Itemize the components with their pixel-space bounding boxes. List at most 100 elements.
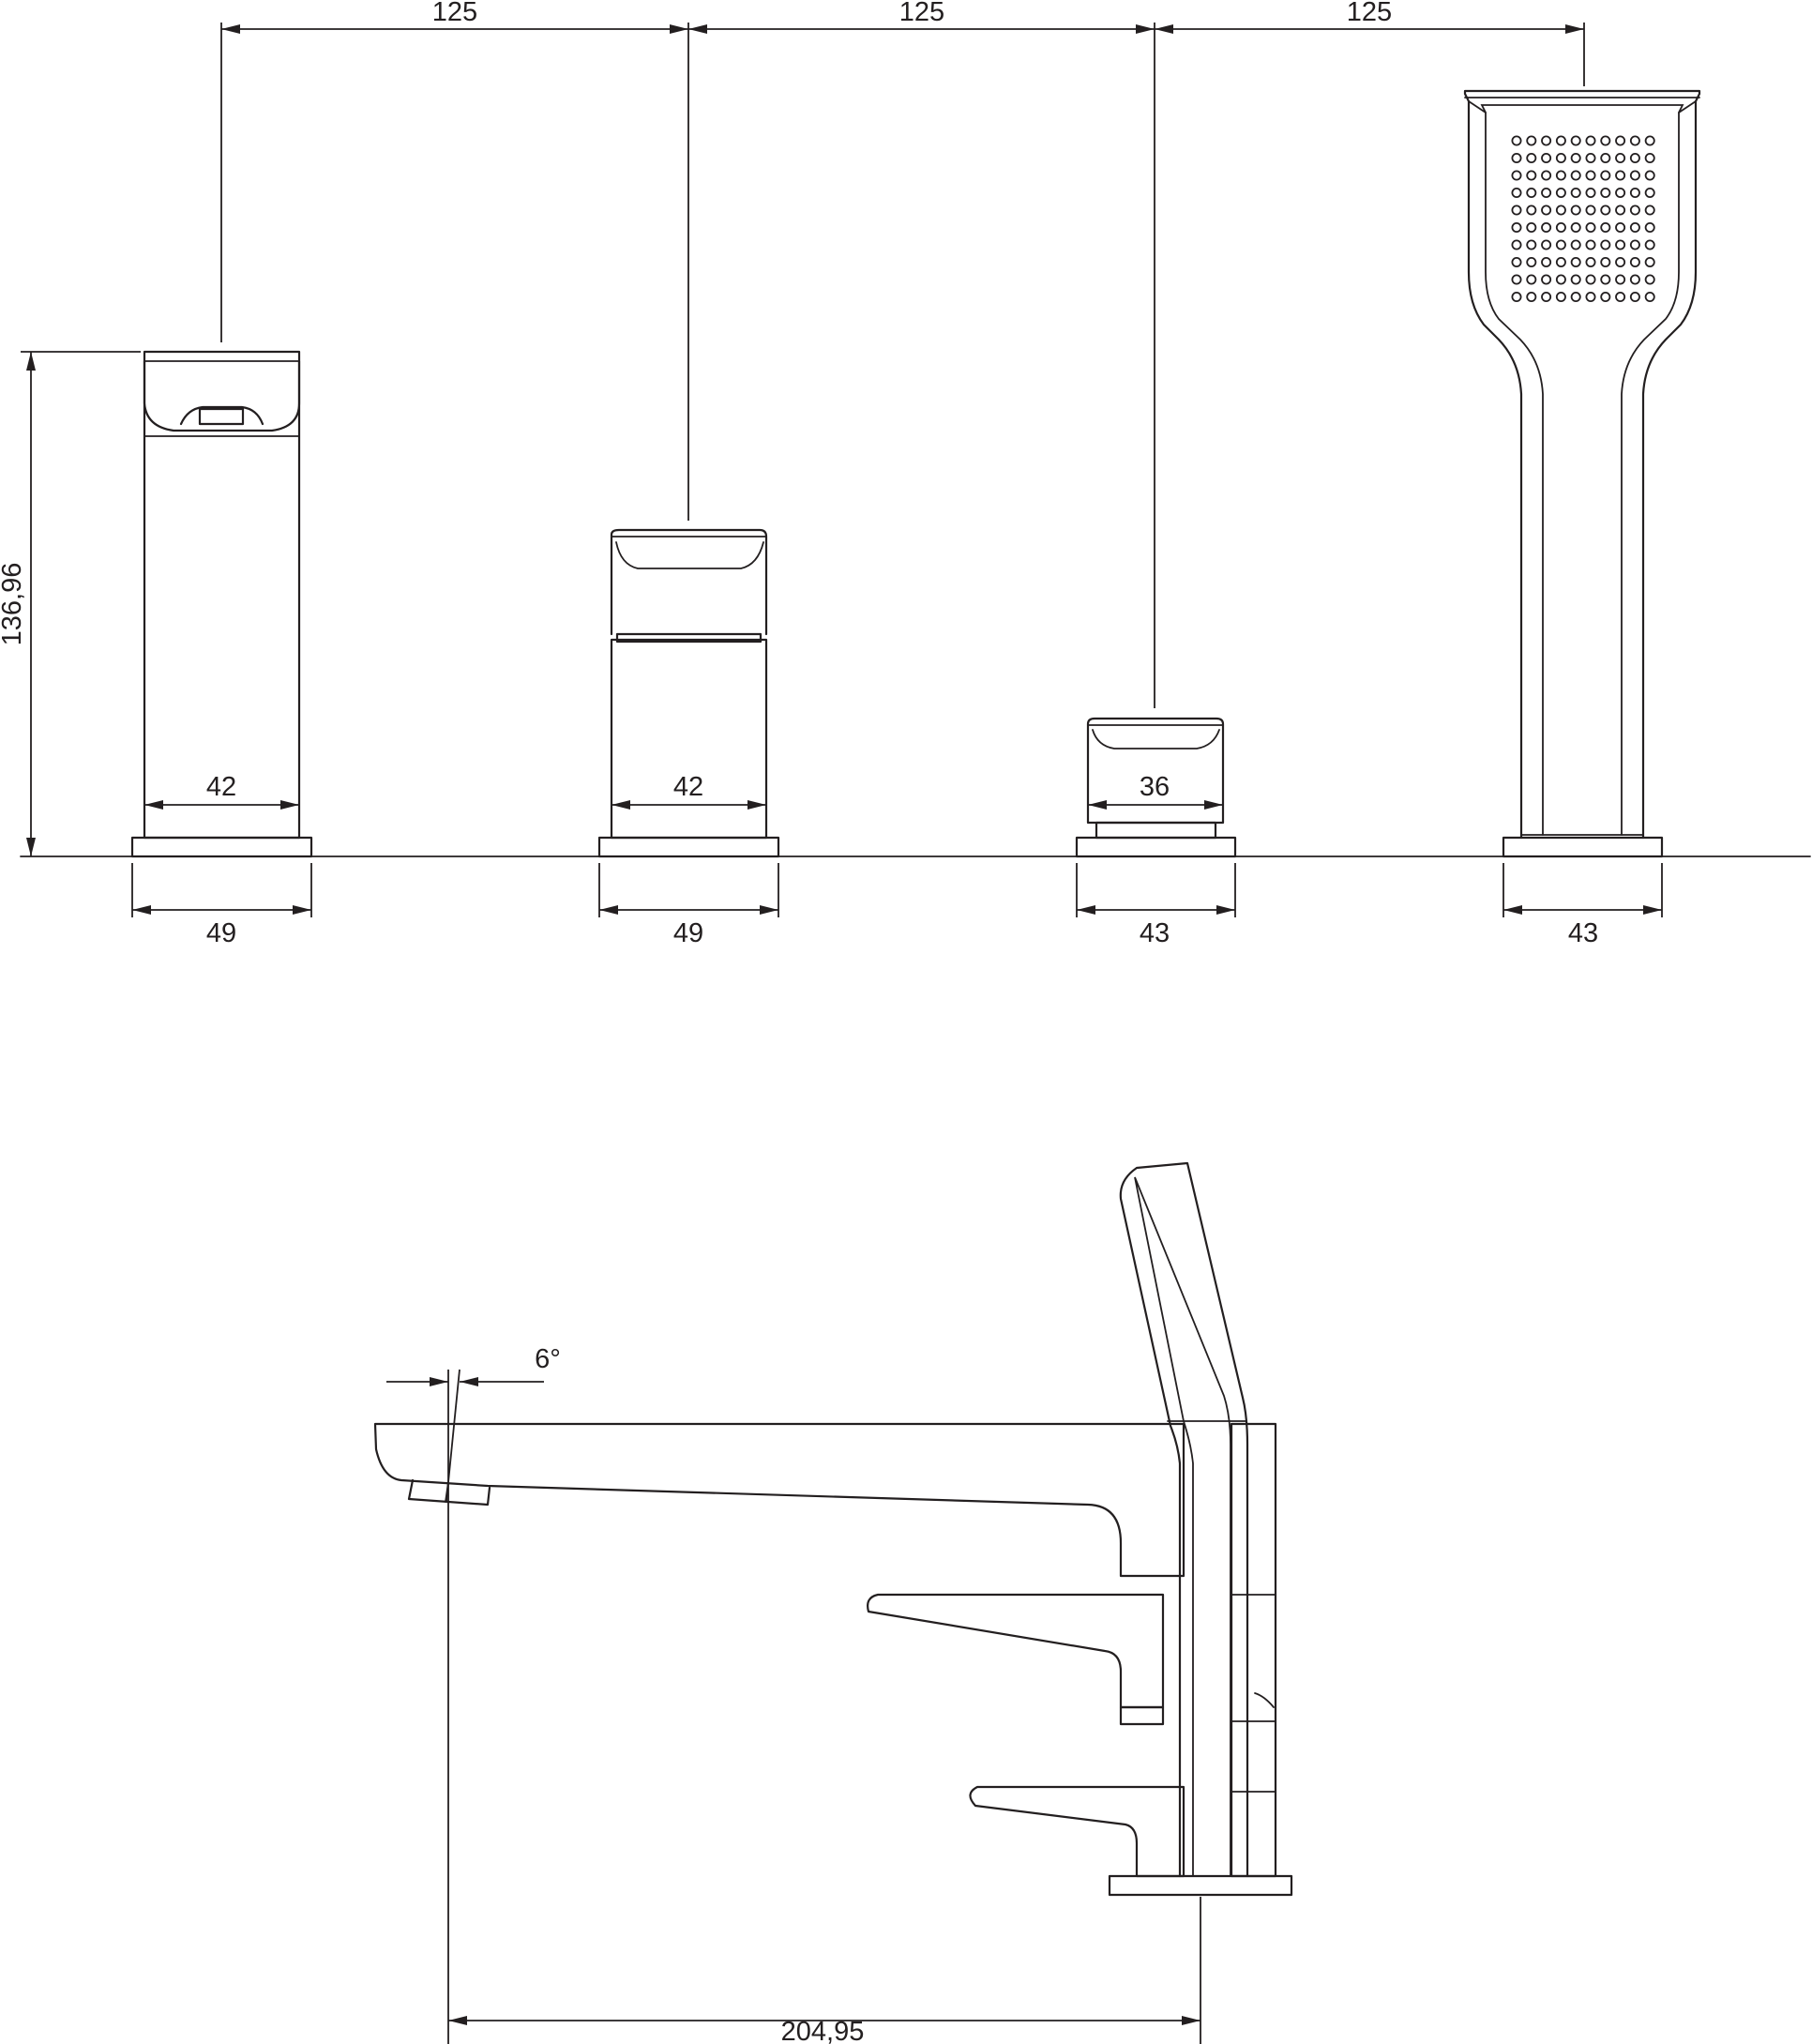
nozzle-dot — [1526, 204, 1537, 216]
nozzle-dot — [1600, 274, 1611, 285]
nozzle-dot — [1526, 135, 1537, 146]
nozzle-dot — [1526, 291, 1537, 302]
nozzle-dot — [1629, 152, 1640, 163]
nozzle-dot — [1615, 291, 1626, 302]
nozzle-dot — [1511, 204, 1522, 216]
shower-holder-outline — [1463, 89, 1701, 840]
nozzle-dot — [1600, 204, 1611, 216]
bath-spout-front — [130, 350, 313, 858]
side-view: 6° 204,95 — [373, 1161, 1293, 2044]
nozzle-dot — [1511, 135, 1522, 146]
dim-height: 136,96 — [0, 563, 27, 646]
nozzle-dot — [1570, 291, 1581, 302]
spout-base — [130, 836, 313, 858]
side-rear-body — [1230, 1422, 1277, 1878]
nozzle-dot — [1570, 256, 1581, 267]
nozzle-dot — [1644, 274, 1655, 285]
nozzle-dot — [1600, 221, 1611, 233]
side-diverter-lever — [969, 1785, 1185, 1878]
nozzle-dot — [1600, 135, 1611, 146]
front-view: 125 125 125 136,96 42 42 36 — [0, 0, 1811, 948]
spout-body — [143, 350, 301, 840]
nozzle-dot — [1541, 135, 1552, 146]
nozzle-dot — [1570, 274, 1581, 285]
dim-shower-base-width: 43 — [1568, 918, 1598, 948]
diverter-knob — [1086, 717, 1225, 825]
dim-spacing-1: 125 — [432, 0, 477, 27]
nozzle-dot — [1570, 170, 1581, 181]
hand-shower-front — [1463, 89, 1701, 858]
side-spout — [373, 1422, 1185, 1578]
side-base — [1108, 1874, 1293, 1897]
nozzle-dot — [1615, 170, 1626, 181]
nozzle-dot — [1555, 221, 1566, 233]
nozzle-dot — [1585, 152, 1596, 163]
nozzle-dot — [1570, 221, 1581, 233]
nozzle-dot — [1541, 291, 1552, 302]
mixer-collar — [615, 632, 763, 643]
dim-spacing-2: 125 — [899, 0, 944, 27]
dim-spout-base-width: 49 — [206, 918, 236, 948]
nozzle-dot — [1526, 274, 1537, 285]
dim-spout-body-width: 42 — [206, 772, 236, 802]
nozzle-dot — [1555, 256, 1566, 267]
dim-mixer-body-width: 42 — [673, 772, 703, 802]
nozzle-dot — [1555, 274, 1566, 285]
side-hand-shower-inner — [1134, 1176, 1231, 1877]
nozzle-dot — [1570, 187, 1581, 198]
diverter-collar — [1095, 821, 1217, 840]
diverter-knob-curve — [1092, 729, 1220, 749]
nozzle-dot — [1585, 221, 1596, 233]
dim-diverter-base-width: 43 — [1140, 918, 1170, 948]
nozzle-dot — [1615, 204, 1626, 216]
nozzle-dot — [1541, 274, 1552, 285]
nozzle-dot — [1526, 187, 1537, 198]
nozzle-dot — [1526, 152, 1537, 163]
dim-projection: 204,95 — [781, 2017, 865, 2044]
nozzle-dot — [1600, 291, 1611, 302]
diverter-base — [1075, 836, 1237, 858]
nozzle-dot — [1644, 239, 1655, 250]
dim-spacing-3: 125 — [1347, 0, 1392, 27]
mixer-body — [610, 638, 768, 840]
nozzle-dot — [1629, 256, 1640, 267]
nozzle-dot — [1615, 274, 1626, 285]
dim-spout-angle: 6° — [535, 1344, 561, 1374]
nozzle-dot — [1541, 221, 1552, 233]
nozzle-dot — [1511, 221, 1522, 233]
nozzle-dot — [1629, 291, 1640, 302]
dimensions-front: 125 125 125 136,96 42 42 36 — [0, 0, 1663, 948]
nozzle-dot — [1615, 135, 1626, 146]
spout-head — [143, 359, 301, 432]
nozzle-dot — [1541, 187, 1552, 198]
shower-nozzles — [1511, 135, 1655, 302]
nozzle-dot — [1585, 256, 1596, 267]
nozzle-dot — [1644, 187, 1655, 198]
nozzle-dot — [1585, 291, 1596, 302]
nozzle-dot — [1511, 291, 1522, 302]
nozzle-dot — [1629, 221, 1640, 233]
nozzle-dot — [1615, 239, 1626, 250]
nozzle-dot — [1555, 239, 1566, 250]
nozzle-dot — [1555, 135, 1566, 146]
mixer-lever-top — [610, 528, 768, 636]
dim-diverter-body-width: 36 — [1140, 772, 1170, 802]
nozzle-dot — [1511, 274, 1522, 285]
nozzle-dot — [1585, 135, 1596, 146]
nozzle-dot — [1629, 135, 1640, 146]
nozzle-dot — [1541, 239, 1552, 250]
nozzle-dot — [1511, 152, 1522, 163]
nozzle-dot — [1511, 256, 1522, 267]
nozzle-dot — [1526, 239, 1537, 250]
side-hand-shower — [1119, 1161, 1249, 1878]
nozzle-dot — [1629, 170, 1640, 181]
nozzle-dot — [1644, 204, 1655, 216]
nozzle-dot — [1585, 204, 1596, 216]
nozzle-dot — [1644, 291, 1655, 302]
nozzle-dot — [1511, 170, 1522, 181]
nozzle-dot — [1526, 170, 1537, 181]
nozzle-dot — [1600, 187, 1611, 198]
nozzle-dot — [1600, 170, 1611, 181]
nozzle-dot — [1615, 187, 1626, 198]
